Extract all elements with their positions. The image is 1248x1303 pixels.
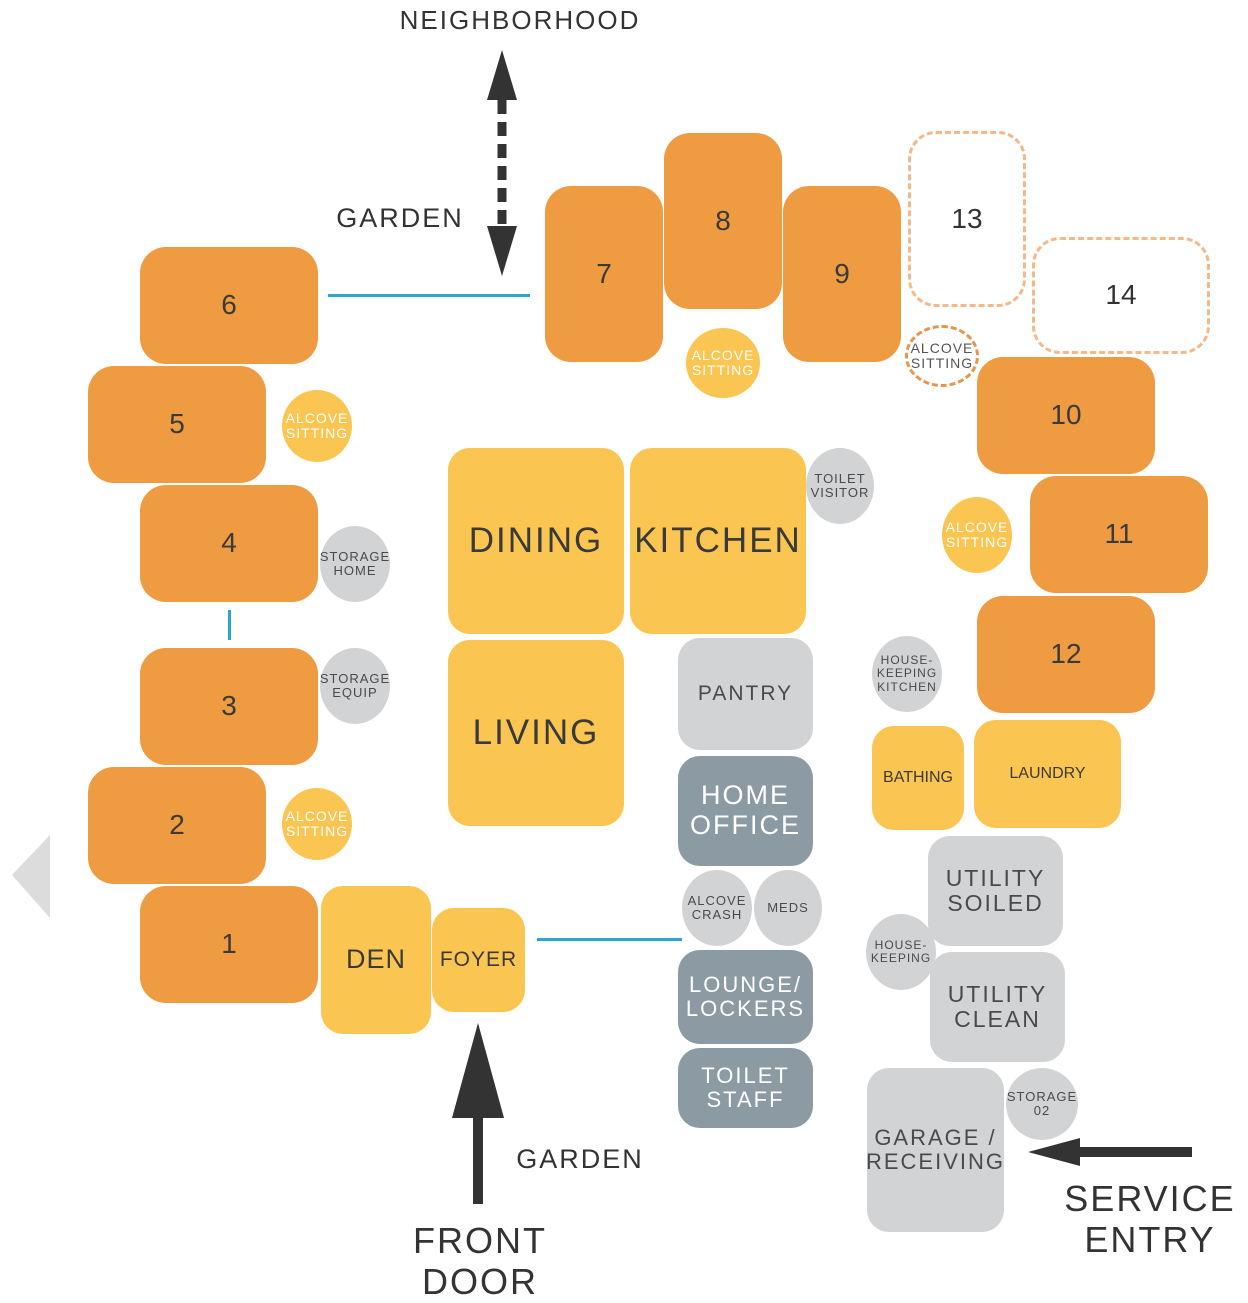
bedroom-5[interactable]: 5 — [88, 366, 266, 483]
alcove-sitting-left-upper[interactable]: ALCOVE SITTING — [282, 390, 352, 462]
foyer-room[interactable]: FOYER — [432, 908, 525, 1012]
alcove-sitting-top[interactable]: ALCOVE SITTING — [686, 328, 760, 398]
neighborhood-label: NEIGHBORHOOD — [399, 5, 641, 35]
alcove-sitting-future[interactable]: ALCOVE SITTING — [905, 325, 979, 387]
garden-bottom-label: GARDEN — [516, 1144, 644, 1174]
bedroom-8[interactable]: 8 — [664, 133, 782, 309]
alcove-sitting-left-lower[interactable]: ALCOVE SITTING — [282, 788, 352, 860]
toilet-staff[interactable]: TOILET STAFF — [678, 1048, 813, 1128]
utility-soiled[interactable]: UTILITY SOILED — [928, 836, 1063, 946]
lounge-lockers[interactable]: LOUNGE/ LOCKERS — [678, 950, 813, 1044]
storage-02[interactable]: STORAGE 02 — [1006, 1068, 1078, 1140]
front-door-label: FRONT DOOR — [413, 1220, 547, 1303]
front-door-arrow — [452, 1023, 504, 1204]
neighborhood-double-arrow — [487, 50, 517, 276]
bedroom-1[interactable]: 1 — [140, 886, 318, 1003]
living-room[interactable]: LIVING — [448, 640, 624, 826]
bedroom-9[interactable]: 9 — [783, 186, 901, 362]
pantry-room[interactable]: PANTRY — [678, 638, 813, 750]
garden-connector-top — [328, 294, 530, 297]
meds-room[interactable]: MEDS — [754, 870, 822, 946]
bedroom-4[interactable]: 4 — [140, 485, 318, 602]
bedroom-12[interactable]: 12 — [977, 596, 1155, 713]
laundry-room[interactable]: LAUNDRY — [974, 720, 1121, 828]
dining-room[interactable]: DINING — [448, 448, 624, 634]
bedroom-2[interactable]: 2 — [88, 767, 266, 884]
bathing-room[interactable]: BATHING — [872, 726, 964, 830]
service-entry-arrow — [1028, 1138, 1192, 1166]
bedroom-10[interactable]: 10 — [977, 357, 1155, 474]
garage-receiving[interactable]: GARAGE / RECEIVING — [866, 1068, 1004, 1232]
bedroom-13-future[interactable]: 13 — [908, 131, 1026, 307]
storage-home[interactable]: STORAGE HOME — [320, 526, 390, 602]
garden-top-label: GARDEN — [336, 203, 464, 233]
toilet-visitor[interactable]: TOILET VISITOR — [806, 448, 874, 524]
bedroom-11[interactable]: 11 — [1030, 476, 1208, 593]
bedroom-7[interactable]: 7 — [545, 186, 663, 362]
bedroom-14-future[interactable]: 14 — [1032, 237, 1210, 354]
home-office[interactable]: HOME OFFICE — [678, 756, 813, 866]
wing-connector-left — [228, 610, 231, 640]
storage-equip[interactable]: STORAGE EQUIP — [320, 648, 390, 724]
housekeeping-room[interactable]: HOUSE- KEEPING — [866, 914, 936, 990]
housekeeping-kitchen[interactable]: HOUSE- KEEPING KITCHEN — [872, 636, 942, 712]
bedroom-3[interactable]: 3 — [140, 648, 318, 765]
alcove-crash[interactable]: ALCOVE CRASH — [682, 870, 752, 946]
previous-page-icon[interactable] — [12, 835, 50, 918]
bedroom-6[interactable]: 6 — [140, 247, 318, 364]
kitchen-room[interactable]: KITCHEN — [630, 448, 806, 634]
utility-clean[interactable]: UTILITY CLEAN — [930, 952, 1065, 1062]
alcove-sitting-right[interactable]: ALCOVE SITTING — [942, 497, 1012, 573]
den-room[interactable]: DEN — [321, 886, 431, 1034]
service-entry-label: SERVICE ENTRY — [1064, 1178, 1236, 1261]
foyer-connector — [537, 938, 682, 941]
